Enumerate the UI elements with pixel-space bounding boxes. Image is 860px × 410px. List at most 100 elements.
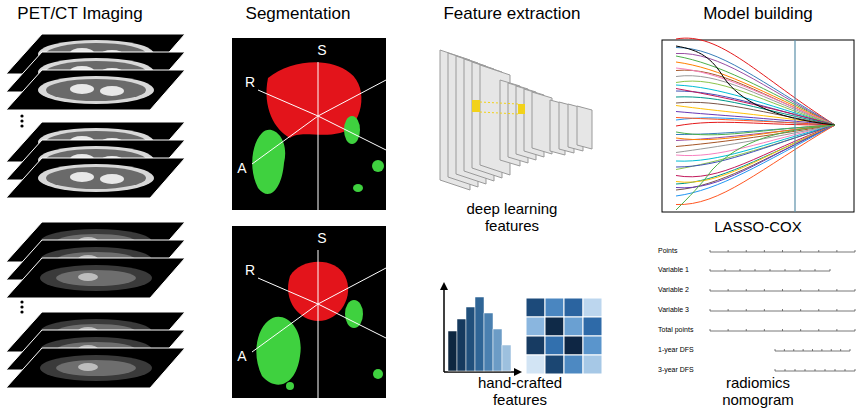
coef-path xyxy=(676,76,835,125)
nomogram-tick xyxy=(782,250,783,252)
slice-plane xyxy=(6,258,185,298)
nomogram-row: Points xyxy=(658,247,710,255)
nomogram-tick xyxy=(850,349,851,351)
nomogram-tick xyxy=(775,369,776,371)
node-blob xyxy=(345,300,363,328)
nomogram-tick xyxy=(840,349,841,351)
nomogram-tick xyxy=(728,250,729,252)
nomogram-tick xyxy=(800,309,801,311)
nomogram-tick xyxy=(818,250,819,252)
node-blob xyxy=(286,382,294,390)
hist-bar xyxy=(466,307,475,371)
pet-uptake xyxy=(56,270,136,286)
nomogram-tick xyxy=(836,250,837,252)
coef-path xyxy=(676,81,835,125)
coef-path xyxy=(676,97,835,125)
ellipsis-dot xyxy=(20,310,23,313)
ct-bone xyxy=(70,172,94,182)
nomogram-tick xyxy=(803,349,804,351)
lambda-line xyxy=(794,40,795,212)
coef-path xyxy=(676,68,835,125)
nomogram-tick xyxy=(710,309,711,311)
nomogram-tick xyxy=(795,369,796,371)
matrix-cell xyxy=(526,298,545,317)
slice-plane xyxy=(6,158,185,198)
coef-path xyxy=(676,48,835,126)
coef-path xyxy=(676,85,835,125)
coef-path xyxy=(676,125,835,177)
nomogram-tick xyxy=(855,329,856,331)
pet-body xyxy=(40,265,152,291)
pet-slice xyxy=(6,348,185,388)
nomogram-tick xyxy=(764,329,765,331)
nomogram-tick xyxy=(818,329,819,331)
axis-line xyxy=(318,304,319,398)
nomogram-tick xyxy=(855,309,856,311)
ct-slice xyxy=(6,158,185,198)
matrix-cell xyxy=(583,336,602,355)
feature-caption: deep learning features xyxy=(452,200,572,235)
model-caption: LASSO-COX xyxy=(698,218,818,235)
nomogram-tick xyxy=(818,289,819,291)
hist-bar xyxy=(493,329,502,371)
matrix-cell xyxy=(564,336,583,355)
nomogram-tick xyxy=(812,349,813,351)
hist-axis xyxy=(443,286,445,372)
nomogram-tick xyxy=(815,369,816,371)
ellipsis-dot xyxy=(20,124,23,127)
nomogram-tick xyxy=(782,309,783,311)
nomogram-tick xyxy=(710,250,711,252)
coef-path xyxy=(676,56,835,125)
pet-slice xyxy=(6,258,185,298)
ct-slice xyxy=(6,70,185,110)
axis-line xyxy=(318,80,386,116)
coef-path xyxy=(676,89,835,126)
nomogram-tick xyxy=(746,329,747,331)
ct-bone xyxy=(100,174,124,184)
nomogram-tick xyxy=(855,369,856,371)
ct-inner xyxy=(46,79,146,101)
nomogram-tick xyxy=(800,250,801,252)
ellipsis-dot xyxy=(20,300,23,303)
coef-path xyxy=(676,125,835,170)
nomogram-tick xyxy=(764,289,765,291)
nomogram-tick xyxy=(764,250,765,252)
coef-path xyxy=(676,46,835,125)
matrix-cell xyxy=(583,317,602,336)
pet-uptake xyxy=(56,360,136,376)
nomogram-tick xyxy=(831,349,832,351)
model-caption: radiomics nomogram xyxy=(703,374,813,409)
coef-path xyxy=(676,125,835,188)
nomogram-tick xyxy=(818,309,819,311)
feature-map xyxy=(577,106,592,149)
nomogram-tick xyxy=(835,369,836,371)
kernel xyxy=(518,104,525,114)
node-blob xyxy=(252,130,285,194)
nomogram-tick xyxy=(710,329,711,331)
nomogram-row: Total points xyxy=(658,326,710,334)
axis-line xyxy=(252,116,318,164)
feature-map xyxy=(532,92,552,154)
kernel-link xyxy=(480,112,518,114)
coef-path xyxy=(676,38,835,125)
nomogram-tick xyxy=(728,329,729,331)
column-title: PET/CT Imaging xyxy=(0,4,165,24)
slice-plane xyxy=(6,70,185,110)
ct-bone xyxy=(70,84,94,94)
axis-letter: A xyxy=(235,160,249,176)
nomogram-tick xyxy=(793,349,794,351)
axis-line xyxy=(318,304,386,338)
column-title: Model building xyxy=(673,4,843,24)
ellipsis-dot xyxy=(20,114,23,117)
nomogram-row: Variable 1 xyxy=(658,266,710,274)
nomogram-tick xyxy=(746,250,747,252)
nomogram-tick xyxy=(805,369,806,371)
axis-letter: R xyxy=(243,74,257,90)
nomogram-tick xyxy=(725,269,726,271)
pet-body xyxy=(40,355,152,381)
axis-line xyxy=(252,304,318,352)
column-title: Feature extraction xyxy=(427,4,597,24)
matrix-cell xyxy=(545,355,564,374)
axis-line xyxy=(318,250,319,304)
